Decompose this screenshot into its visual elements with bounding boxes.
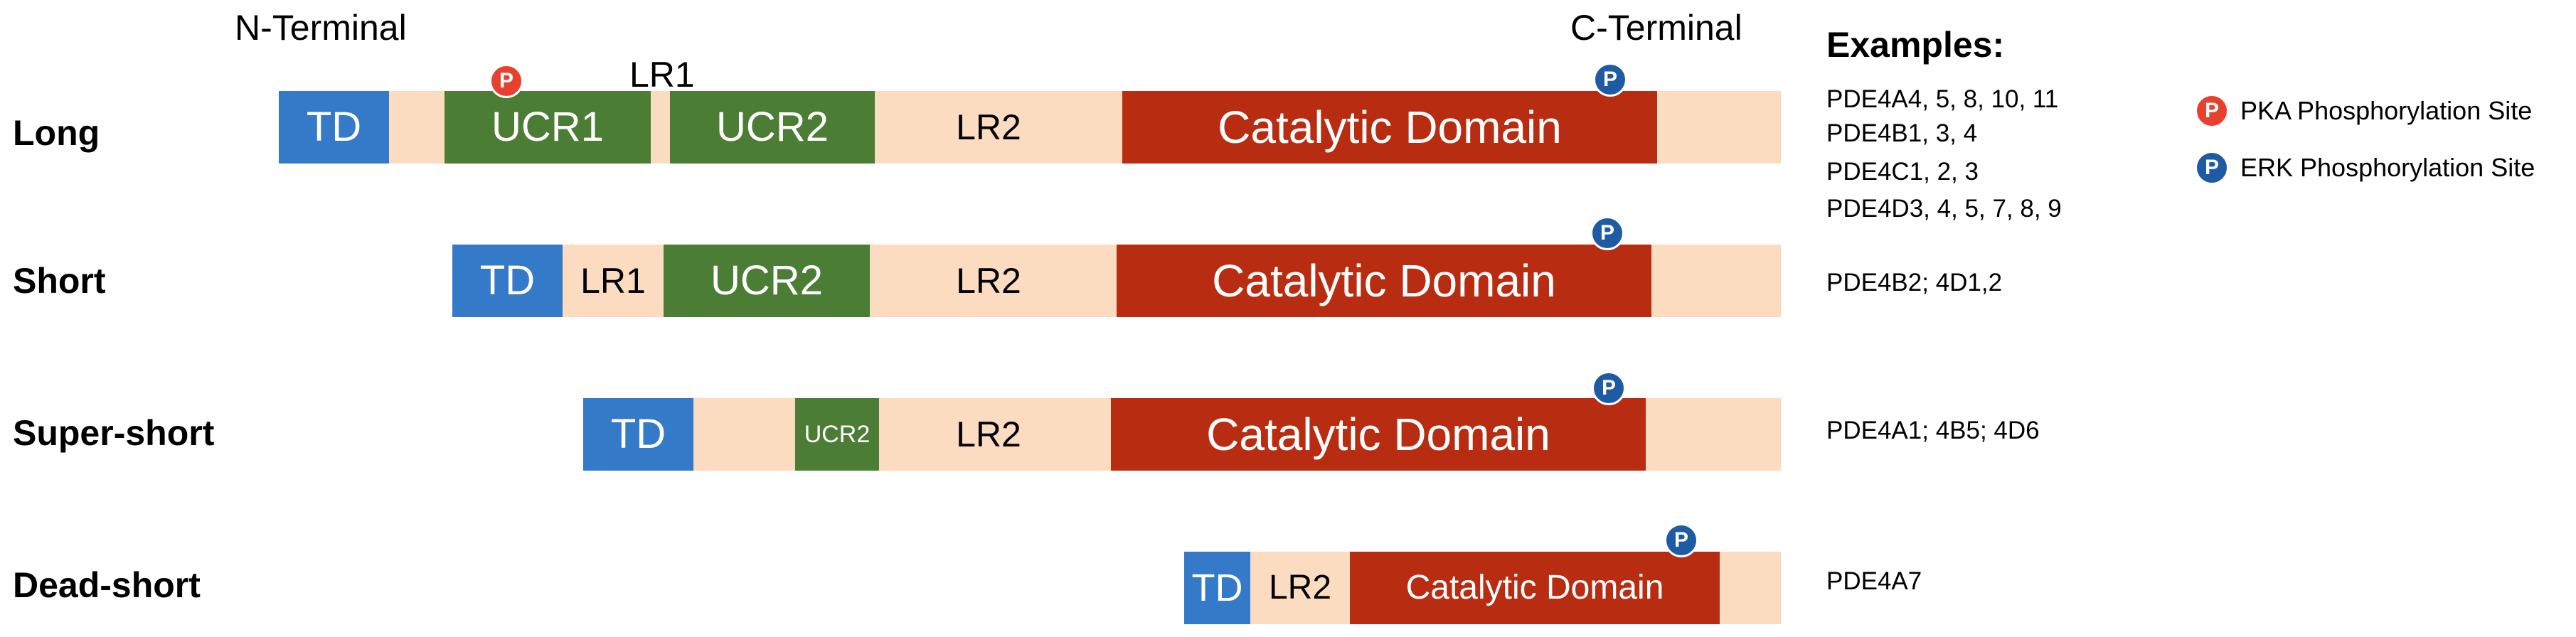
erk-site-icon: P bbox=[1664, 523, 1698, 557]
isoform-label-short: Short bbox=[13, 261, 106, 301]
example-long-1: PDE4A4, 5, 8, 10, 11 bbox=[1826, 85, 2059, 113]
example-long-4: PDE4D3, 4, 5, 7, 8, 9 bbox=[1826, 195, 2062, 223]
lr2-label: LR2 bbox=[956, 414, 1021, 454]
td-domain: TD bbox=[452, 245, 563, 317]
erk-site-icon: P bbox=[1592, 371, 1626, 405]
c-terminal-label: C-Terminal bbox=[1570, 8, 1742, 48]
ucr2-domain: UCR2 bbox=[670, 91, 875, 164]
erk-legend-icon: P bbox=[2195, 151, 2229, 185]
isoform-label-long: Long bbox=[13, 113, 100, 153]
erk-site-icon: P bbox=[1593, 63, 1627, 97]
example-dead-short-1: PDE4A7 bbox=[1826, 567, 1922, 595]
isoform-label-dead-short: Dead-short bbox=[13, 565, 201, 605]
example-super-short-1: PDE4A1; 4B5; 4D6 bbox=[1826, 417, 2040, 444]
pka-legend-icon: P bbox=[2195, 94, 2229, 128]
example-long-2: PDE4B1, 3, 4 bbox=[1826, 119, 1978, 147]
lr2-label: LR2 bbox=[1268, 569, 1332, 606]
isoform-row-long: TD UCR1 UCR2 LR2 Catalytic Domain bbox=[0, 91, 2576, 164]
lr1-label: LR1 bbox=[580, 261, 646, 301]
catalytic-domain: Catalytic Domain bbox=[1111, 398, 1646, 471]
legend-erk-text: ERK Phosphorylation Site bbox=[2240, 153, 2535, 182]
catalytic-domain: Catalytic Domain bbox=[1350, 552, 1720, 624]
legend-erk: P ERK Phosphorylation Site bbox=[2195, 151, 2535, 185]
ucr2-domain: UCR2 bbox=[664, 245, 870, 317]
lr1-label-long: LR1 bbox=[629, 55, 695, 95]
examples-title: Examples: bbox=[1826, 25, 2005, 65]
catalytic-domain: Catalytic Domain bbox=[1122, 91, 1657, 164]
lr2-label: LR2 bbox=[956, 261, 1021, 301]
pka-site-icon: P bbox=[489, 64, 523, 98]
n-terminal-label: N-Terminal bbox=[235, 8, 407, 48]
example-long-3: PDE4C1, 2, 3 bbox=[1826, 158, 1979, 186]
ucr2-domain: UCR2 bbox=[795, 398, 879, 471]
lr2-label: LR2 bbox=[956, 107, 1021, 147]
legend-pka-text: PKA Phosphorylation Site bbox=[2240, 96, 2533, 125]
isoform-row-short: TD LR1 UCR2 LR2 Catalytic Domain bbox=[0, 245, 2576, 317]
erk-site-icon: P bbox=[1590, 216, 1624, 250]
td-domain: TD bbox=[279, 91, 389, 164]
td-domain: TD bbox=[583, 398, 693, 471]
legend-pka: P PKA Phosphorylation Site bbox=[2195, 94, 2532, 128]
example-short-1: PDE4B2; 4D1,2 bbox=[1826, 269, 2003, 296]
catalytic-domain: Catalytic Domain bbox=[1117, 245, 1651, 317]
td-domain: TD bbox=[1184, 552, 1250, 624]
ucr1-domain: UCR1 bbox=[445, 91, 651, 164]
isoform-label-super-short: Super-short bbox=[13, 413, 215, 453]
isoform-row-dead-short: TD LR2 Catalytic Domain bbox=[0, 552, 2576, 624]
isoform-row-super-short: TD UCR2 LR2 Catalytic Domain bbox=[0, 398, 2576, 471]
